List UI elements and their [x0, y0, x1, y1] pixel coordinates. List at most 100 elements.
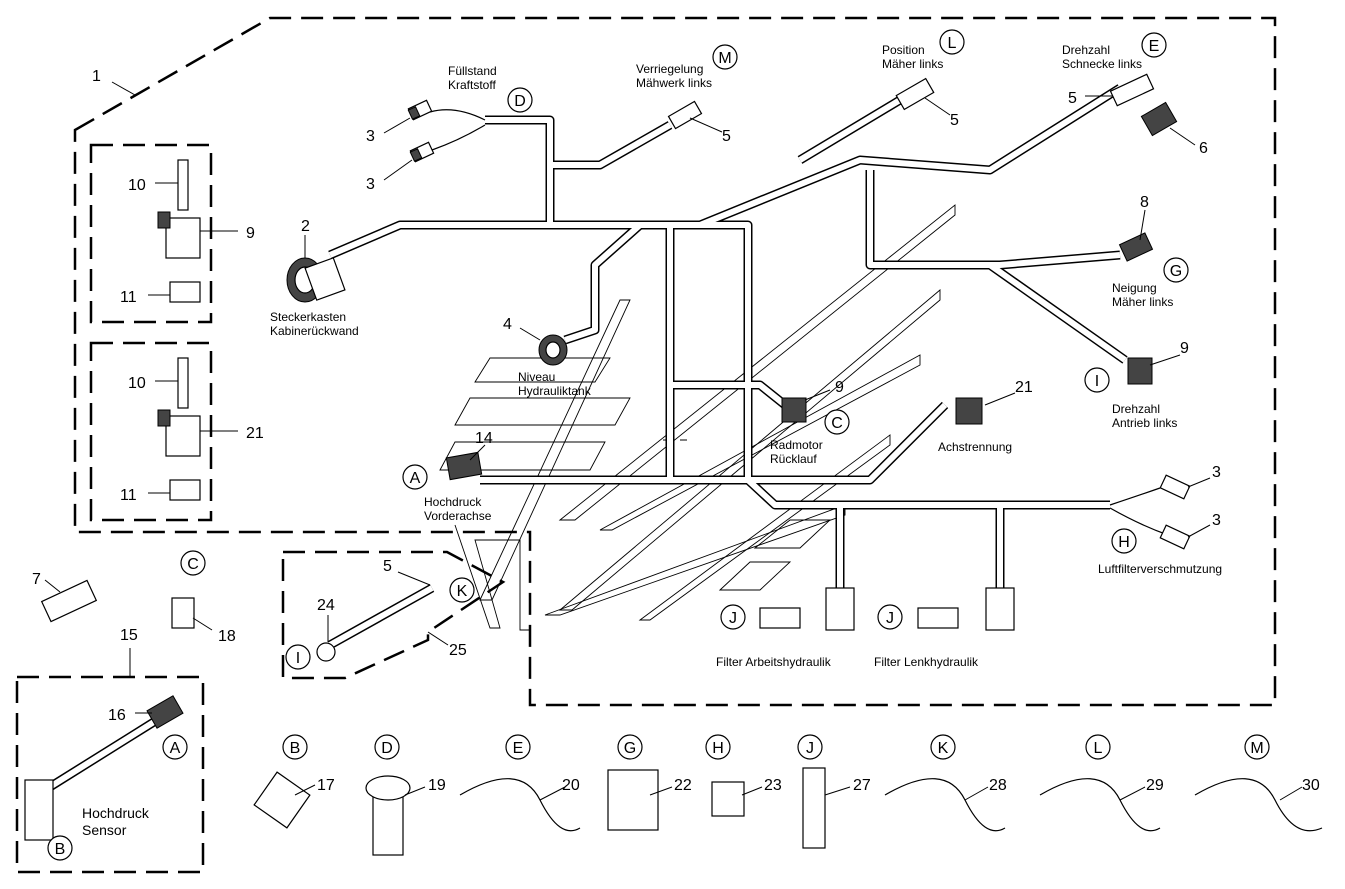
svg-text:M: M	[718, 50, 731, 67]
num-15: 15	[120, 627, 138, 644]
svg-text:J: J	[729, 610, 737, 627]
num-10b: 10	[128, 375, 146, 392]
num-16: 16	[108, 707, 126, 724]
num-3b: 3	[366, 176, 375, 193]
label-mower-position-2: Mäher links	[882, 57, 943, 71]
label-filter-working: Filter Arbeitshydraulik	[716, 655, 832, 669]
num-28: 28	[989, 777, 1007, 794]
num-24: 24	[317, 597, 335, 614]
num-22: 22	[674, 777, 692, 794]
svg-text:L: L	[948, 35, 957, 52]
marker-H-bottom: H	[705, 734, 731, 760]
svg-text:D: D	[514, 93, 526, 110]
filter-steering-hydraulics-parts	[917, 587, 1015, 631]
label-drive-speed-2: Antrieb links	[1112, 416, 1177, 430]
num-11a: 11	[120, 289, 137, 306]
svg-text:K: K	[457, 583, 468, 600]
kit-part-21	[157, 357, 201, 501]
connector-9-wheel-motor	[781, 397, 807, 423]
num-25: 25	[449, 642, 467, 659]
svg-text:M: M	[1250, 740, 1263, 757]
svg-text:G: G	[624, 740, 636, 757]
marker-H: H	[1111, 528, 1137, 554]
marker-D-bottom: D	[374, 734, 400, 760]
terminal-3-air-top	[1159, 474, 1191, 500]
marker-C: C	[824, 409, 850, 435]
svg-text:J: J	[806, 740, 814, 757]
connector-9-drive	[1127, 357, 1153, 385]
label-connector-box-1: Steckerkasten	[270, 310, 346, 324]
label-hydraulic-tank-1: Niveau	[518, 370, 555, 384]
svg-text:B: B	[55, 841, 66, 858]
num-30: 30	[1302, 777, 1320, 794]
marker-K-bottom: K	[930, 734, 956, 760]
num-21a: 21	[246, 425, 264, 442]
marker-K: K	[449, 577, 475, 603]
part-17	[253, 771, 311, 829]
marker-C-part18: C	[180, 550, 206, 576]
svg-text:J: J	[886, 610, 894, 627]
connector-21-axle	[955, 397, 983, 425]
num-10a: 10	[128, 177, 146, 194]
connector-2	[286, 257, 346, 303]
marker-L-bottom: L	[1085, 734, 1111, 760]
label-auger-speed-2: Schnecke links	[1062, 57, 1142, 71]
svg-text:I: I	[1095, 373, 1099, 390]
kit-part-15	[24, 695, 184, 841]
num-9a: 9	[246, 225, 255, 242]
label-hp-sensor-1: Hochdruck	[82, 805, 150, 821]
kit-box-21	[89, 341, 213, 522]
marker-E-bottom: E	[505, 734, 531, 760]
machine-frame-ghost	[439, 204, 956, 631]
terminal-3-bottom	[409, 141, 435, 163]
thin-wires	[429, 109, 1169, 536]
label-hp-sensor-2: Sensor	[82, 822, 127, 838]
marker-G-bottom: G	[617, 734, 643, 760]
label-fuel-level-1: Füllstand	[448, 64, 497, 78]
cable-25	[316, 584, 435, 662]
connector-14	[445, 451, 483, 481]
cable-20	[459, 778, 581, 832]
marker-J-working: J	[720, 604, 746, 630]
num-9c: 9	[835, 379, 844, 396]
num-21b: 21	[1015, 379, 1033, 396]
part-19	[365, 775, 411, 856]
num-11b: 11	[120, 487, 137, 504]
marker-A: A	[402, 464, 428, 490]
num-14: 14	[475, 430, 493, 447]
marker-I: I	[1084, 367, 1110, 393]
svg-text:B: B	[290, 740, 301, 757]
marker-G: G	[1163, 257, 1189, 283]
num-18: 18	[218, 628, 236, 645]
svg-text:E: E	[513, 740, 524, 757]
num-4: 4	[503, 316, 512, 333]
terminal-3-air-bottom	[1159, 524, 1191, 550]
connector-4	[538, 334, 568, 366]
svg-text:A: A	[170, 740, 181, 757]
label-high-pressure-front-1: Hochdruck	[424, 495, 482, 509]
svg-text:G: G	[1170, 263, 1182, 280]
svg-text:K: K	[938, 740, 949, 757]
label-filter-steering: Filter Lenkhydraulik	[874, 655, 979, 669]
label-wheel-motor-2: Rücklauf	[770, 452, 817, 466]
num-27: 27	[853, 777, 871, 794]
part-numbers: 1 10 9 11 10 21 11 3 3 2 4 5 5 5 6 8 9 9…	[32, 68, 1320, 794]
cable-28	[884, 778, 1006, 832]
num-2: 2	[301, 218, 310, 235]
label-hydraulic-tank-2: Hydrauliktank	[518, 384, 592, 398]
leader-lines	[44, 81, 1303, 801]
part-27	[802, 767, 826, 849]
num-9b: 9	[1180, 340, 1189, 357]
svg-text:L: L	[1094, 740, 1103, 757]
label-auger-speed-1: Drehzahl	[1062, 43, 1110, 57]
cable-29	[1039, 778, 1161, 832]
num-1: 1	[92, 68, 101, 85]
part-23	[711, 781, 745, 817]
num-3c: 3	[1212, 464, 1221, 481]
svg-text:I: I	[296, 650, 300, 667]
label-mower-lock-2: Mähwerk links	[636, 76, 712, 90]
marker-M-bottom: M	[1244, 734, 1270, 760]
svg-text:C: C	[187, 556, 199, 573]
label-mower-lock-1: Verriegelung	[636, 62, 703, 76]
